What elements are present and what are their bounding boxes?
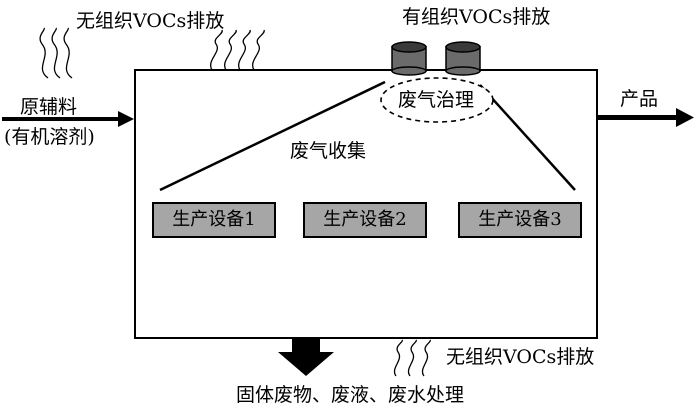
- waste-down-arrow-icon: [278, 338, 334, 376]
- gas-collection-label: 废气收集: [290, 140, 367, 162]
- equipment-box-3: 生产设备3: [458, 202, 582, 238]
- organized-emission-label: 有组织VOCs排放: [402, 6, 551, 28]
- output-arrow-icon: [598, 108, 694, 127]
- treatment-ellipse: [380, 77, 494, 123]
- stack-icon-2: [445, 41, 481, 76]
- raw-material-label: 原辅料: [20, 96, 78, 118]
- stack-icon-1: [391, 41, 427, 76]
- waste-output-label: 固体废物、废液、废水处理: [236, 384, 465, 406]
- fugitive-emission-label-top: 无组织VOCs排放: [76, 10, 225, 32]
- fugitive-wave-icon-bottom: [393, 339, 431, 377]
- collection-line-left: [159, 80, 386, 192]
- collection-line-right: [479, 84, 576, 191]
- equipment-box-2: 生产设备2: [303, 202, 427, 238]
- input-arrow-icon: [2, 111, 134, 127]
- equipment-box-1: 生产设备1: [152, 202, 276, 238]
- fugitive-wave-icon-top: [210, 29, 265, 71]
- product-label: 产品: [620, 88, 659, 110]
- fugitive-wave-icon-top-left: [39, 27, 73, 79]
- gas-treatment-label: 废气治理: [398, 89, 475, 111]
- fugitive-emission-label-bottom: 无组织VOCs排放: [446, 346, 595, 368]
- raw-material-note: (有机溶剂): [4, 126, 95, 148]
